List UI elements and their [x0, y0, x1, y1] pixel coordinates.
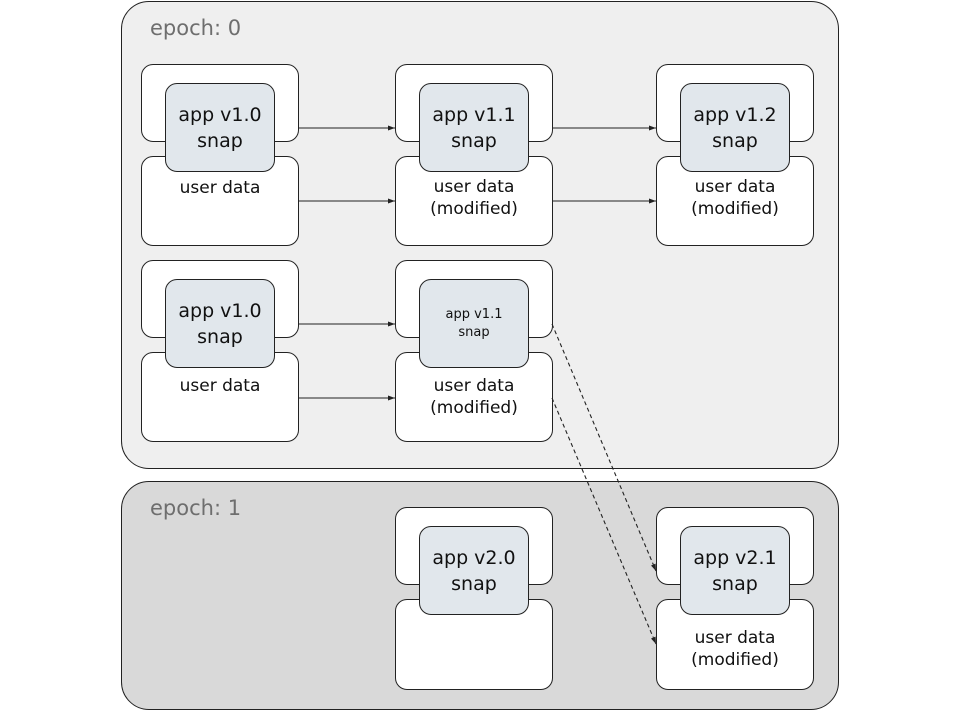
edge-v1-1b-to-v2-1-snap: [551, 323, 657, 572]
app-snap: app v2.1 snap: [680, 526, 790, 615]
app-snap: app v2.0 snap: [419, 526, 529, 615]
app-snap: app v1.2 snap: [680, 83, 790, 172]
user-data-label: user data (modified): [691, 628, 779, 670]
user-data-label: user data (modified): [691, 177, 779, 219]
user-data-label: user data (modified): [430, 376, 518, 418]
epoch-1-label: epoch: 1: [150, 496, 242, 520]
app-snap: app v1.1 snap: [419, 83, 529, 172]
app-snap: app v1.0 snap: [165, 279, 275, 368]
edge-v1-1b-to-v2-1-data: [551, 397, 657, 645]
user-data-label: user data: [179, 376, 261, 396]
app-snap: app v1.1 snap: [419, 279, 529, 368]
app-snap: app v1.0 snap: [165, 83, 275, 172]
user-data-label: user data (modified): [430, 177, 518, 219]
epoch-0-label: epoch: 0: [150, 16, 242, 40]
user-data-label: user data: [179, 178, 261, 198]
